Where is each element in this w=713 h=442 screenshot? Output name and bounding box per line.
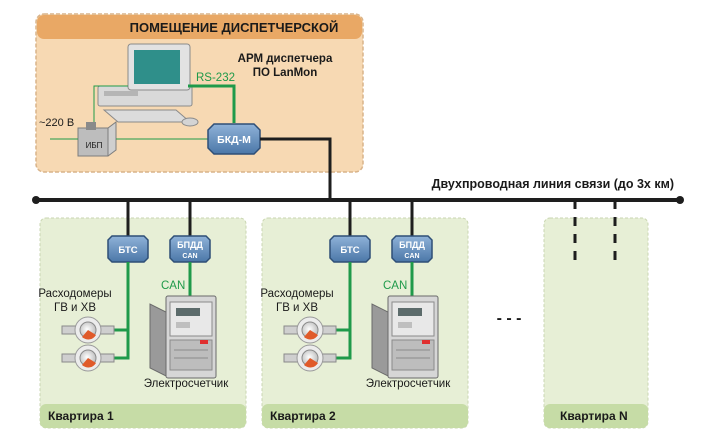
bkd-m-device	[207, 123, 261, 155]
apartment-1-contents: БТС БПДД CAN CAN Расходомеры ГВ и ХВ	[38, 200, 229, 390]
apt2-can-label: CAN	[383, 280, 407, 292]
arm-label-line2: ПО LanMon	[253, 67, 317, 79]
dispatch-room-header	[37, 15, 362, 39]
apt1-flowmeters-line1: Расходомеры	[38, 288, 111, 300]
dispatch-room-panel	[35, 13, 364, 173]
apt1-electricity-meter-icon	[149, 295, 217, 379]
rs232-label: RS-232	[196, 72, 235, 84]
apt2-flowmeters-line1: Расходомеры	[260, 288, 333, 300]
bkd-m-label: БКД-М	[217, 134, 251, 146]
apt1-can-label: CAN	[161, 280, 185, 292]
apartment-1-label: Квартира 1	[48, 409, 114, 423]
apt2-meter-label: Электросчетчик	[366, 378, 452, 390]
apt2-bpdd-label: БПДД	[399, 240, 425, 250]
apt2-bts-device	[329, 235, 371, 263]
apt2-bts-label: БТС	[340, 245, 359, 256]
apt2-flowmeter-hot-icon	[283, 316, 337, 344]
apt1-bpdd-device	[169, 235, 211, 263]
power-wire	[93, 85, 128, 122]
ups-label: ИБП	[86, 141, 103, 150]
apt1-flowmeter-cold-icon	[61, 344, 115, 372]
dispatch-room-title: ПОМЕЩЕНИЕ ДИСПЕТЧЕРСКОЙ	[130, 20, 339, 35]
apt1-meter-label: Электросчетчик	[144, 378, 230, 390]
apartment-1-footer	[40, 404, 246, 428]
rs232-wire	[188, 84, 236, 123]
apt1-flowmeters-line2: ГВ и ХВ	[54, 302, 96, 314]
apt2-bpdd-sub-label: CAN	[404, 253, 419, 260]
dispatch-room: ПОМЕЩЕНИЕ ДИСПЕТЧЕРСКОЙ АРМ диспетчера П…	[35, 13, 364, 200]
apt2-bpdd-device	[391, 235, 433, 263]
apartment-n-footer	[544, 404, 648, 428]
apt1-bpdd-sub-label: CAN	[182, 253, 197, 260]
apt2-electricity-meter-icon	[371, 295, 439, 379]
power-label: ~220 В	[39, 117, 74, 129]
apartment-n-label: Квартира N	[560, 409, 628, 423]
more-apartments-ellipsis: - - -	[497, 310, 522, 327]
apartment-n-panel	[543, 217, 649, 429]
two-wire-bus	[32, 196, 684, 204]
apt2-flowmeter-cold-icon	[283, 344, 337, 372]
apartment-2-footer	[262, 404, 468, 428]
apt1-bts-label: БТС	[118, 245, 137, 256]
apt1-bts-device	[107, 235, 149, 263]
arm-label-line1: АРМ диспетчера	[238, 53, 333, 65]
apartment-n: Квартира N	[543, 200, 649, 429]
bus-end-left	[32, 196, 40, 204]
bkd-bus-wire	[260, 137, 332, 200]
bus-label: Двухпроводная линия связи (до 3х км)	[432, 177, 674, 191]
computer-icon	[97, 43, 199, 127]
bus-end-right	[676, 196, 684, 204]
apt2-flowmeters-line2: ГВ и ХВ	[276, 302, 318, 314]
apt1-bpdd-label: БПДД	[177, 240, 203, 250]
apartment-2-label: Квартира 2	[270, 409, 336, 423]
apt1-flowmeter-hot-icon	[61, 316, 115, 344]
apartment-2-contents: БТС БПДД CAN CAN Расходомеры ГВ и ХВ	[260, 200, 451, 390]
ups-icon	[77, 121, 117, 157]
